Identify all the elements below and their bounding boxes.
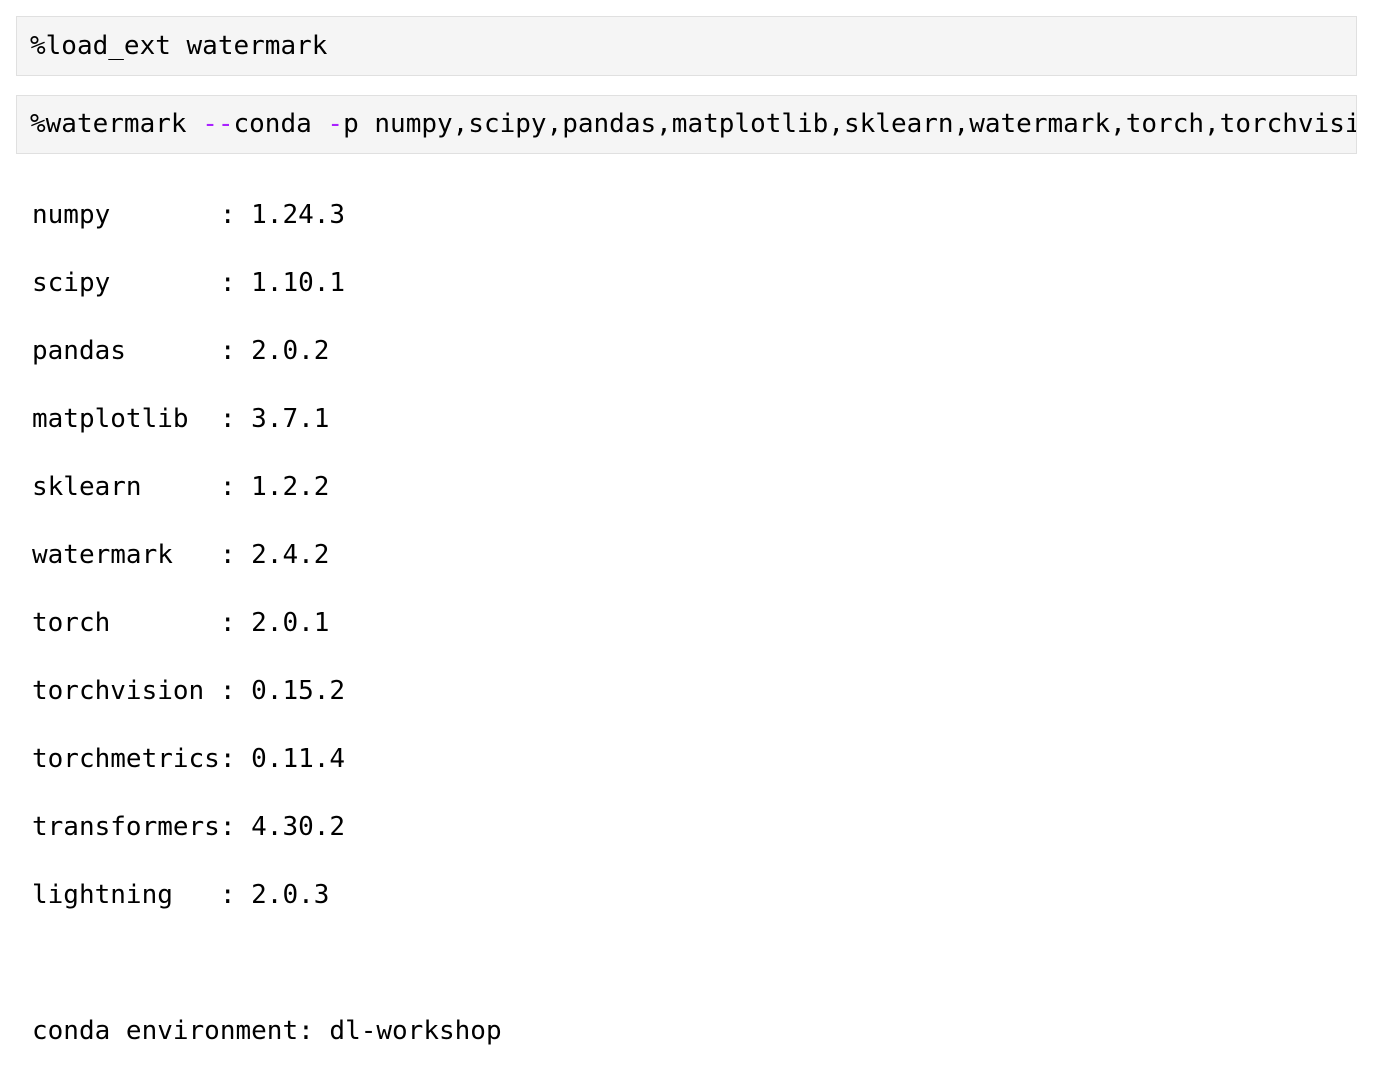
output-line: torchmetrics: 0.11.4 — [32, 744, 346, 774]
code-text: p numpy,scipy,pandas,matplotlib,sklearn,… — [343, 109, 1356, 139]
output-line: torch : 2.0.1 — [32, 608, 330, 638]
code-cell-load-ext[interactable]: %load_ext watermark — [16, 16, 1357, 76]
code-operator: - — [327, 109, 344, 139]
output-line: transformers: 4.30.2 — [32, 812, 346, 842]
code-text: %load_ext watermark — [30, 31, 328, 61]
cell-output: numpy : 1.24.3 scipy : 1.10.1 pandas : 2… — [32, 164, 502, 1082]
code-cell-watermark[interactable]: %watermark --conda -p numpy,scipy,pandas… — [16, 95, 1357, 154]
output-line: torchvision : 0.15.2 — [32, 676, 346, 706]
output-line: lightning : 2.0.3 — [32, 880, 330, 910]
output-line: scipy : 1.10.1 — [32, 268, 346, 298]
output-line: sklearn : 1.2.2 — [32, 472, 330, 502]
output-line: numpy : 1.24.3 — [32, 200, 346, 230]
code-operator: -- — [202, 109, 234, 139]
output-conda-env: conda environment: dl-workshop — [32, 1016, 502, 1046]
code-text: conda — [233, 109, 328, 139]
output-line: matplotlib : 3.7.1 — [32, 404, 330, 434]
output-blank-line — [32, 946, 502, 980]
code-magic: %watermark — [30, 109, 203, 139]
output-line: watermark : 2.4.2 — [32, 540, 330, 570]
output-line: pandas : 2.0.2 — [32, 336, 330, 366]
